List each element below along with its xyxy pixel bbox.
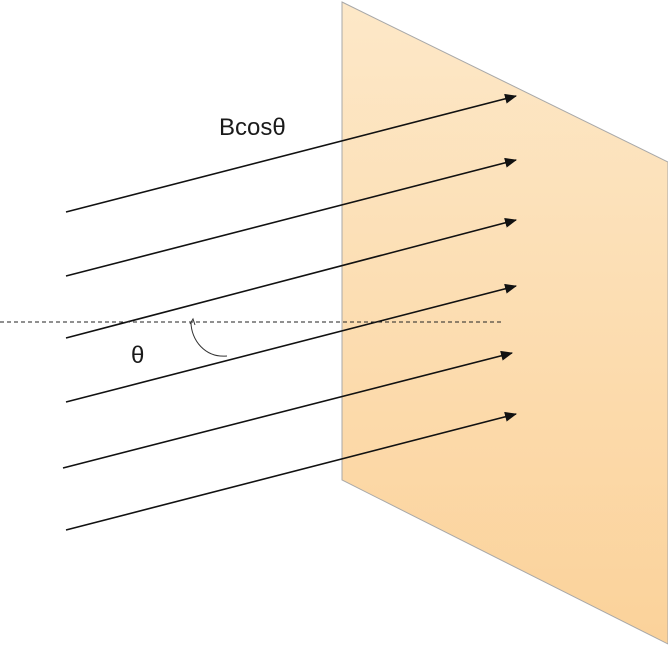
field-line-arrow-2 (65, 157, 517, 277)
angle-label: θ (131, 342, 144, 369)
field-line-arrow-5 (62, 350, 513, 469)
field-line-arrow-3 (65, 217, 517, 339)
field-line-arrow-1 (65, 93, 517, 213)
field-line-arrow-4 (65, 283, 517, 403)
surface-plane (341, 1, 668, 645)
field-component-label: Bcosθ (219, 114, 286, 141)
field-line-arrow-6 (65, 411, 517, 531)
angle-arc (190, 321, 228, 357)
angle-arc-tick (189, 317, 196, 326)
field-lines (62, 93, 517, 531)
